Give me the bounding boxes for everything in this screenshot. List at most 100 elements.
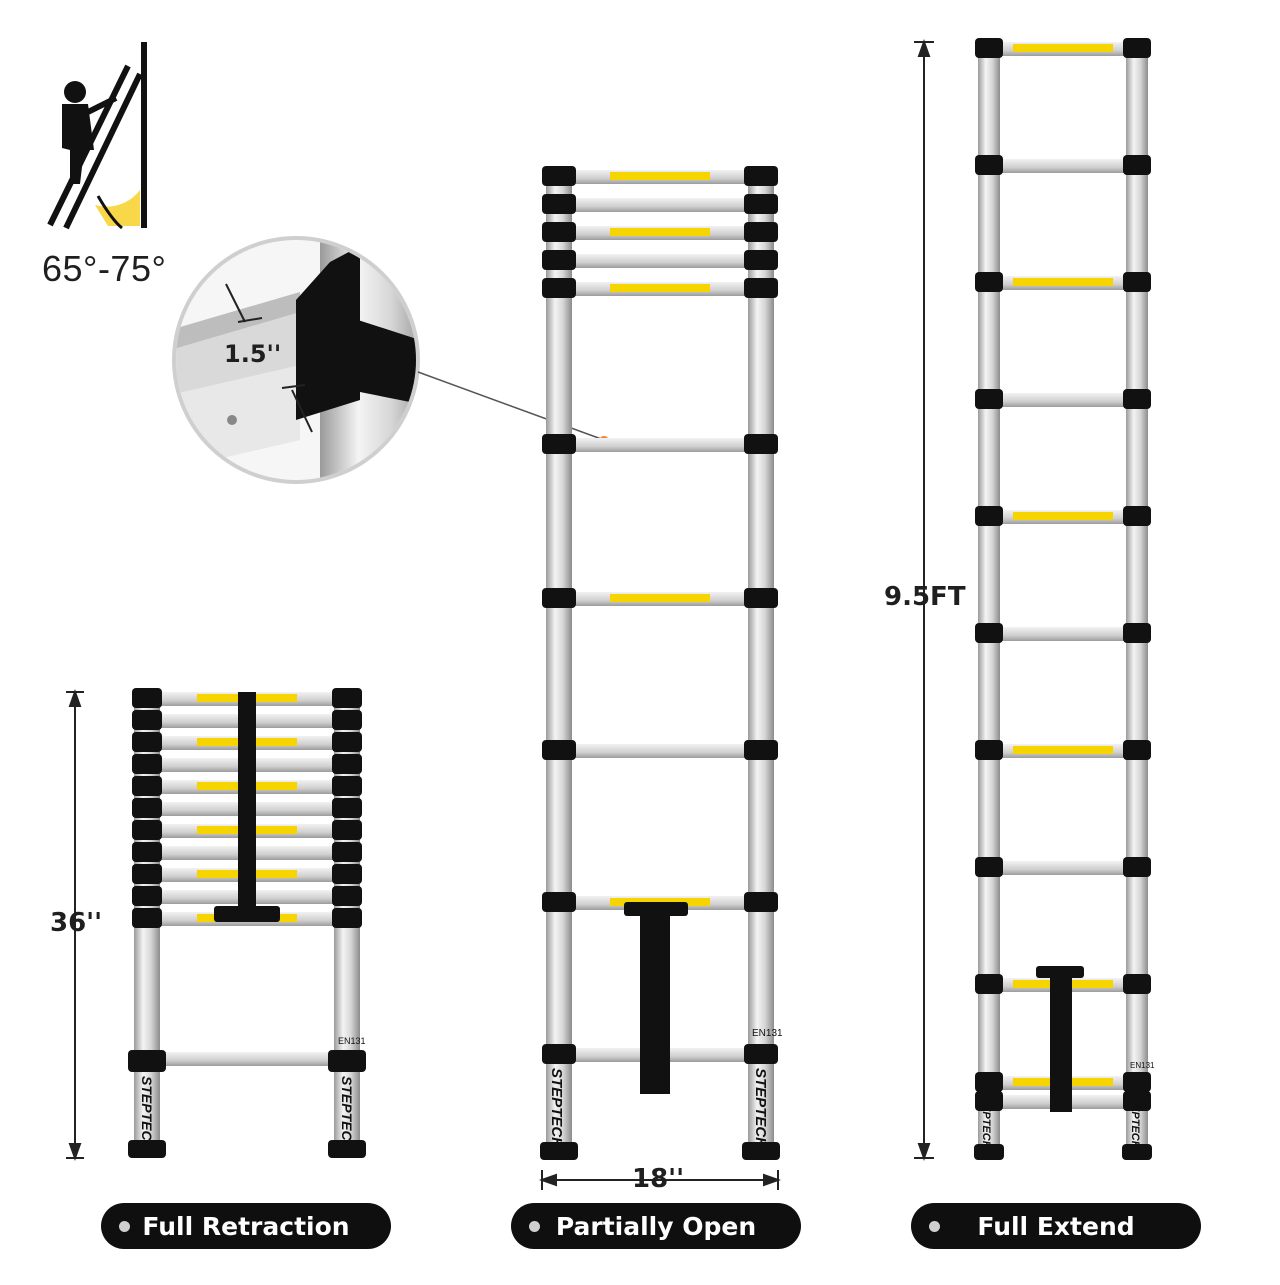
mode-label: Full Extend (977, 1211, 1135, 1241)
rung (572, 744, 748, 758)
rung (975, 1072, 1003, 1092)
rung (332, 820, 362, 840)
rail-size-label: 1.5'' (224, 340, 282, 368)
rung (332, 886, 362, 906)
rung (744, 222, 778, 242)
rung (1123, 389, 1151, 409)
rung (132, 732, 162, 752)
rung (542, 740, 576, 760)
rung (1123, 38, 1151, 58)
rung (542, 222, 576, 242)
rung (132, 908, 162, 928)
rung (1000, 627, 1126, 641)
rung (975, 155, 1003, 175)
rung (1123, 740, 1151, 760)
rung (744, 166, 778, 186)
rung (1013, 278, 1113, 286)
rung (542, 278, 576, 298)
rung (975, 272, 1003, 292)
rung (542, 250, 576, 270)
rung (332, 688, 362, 708)
rung (332, 908, 362, 928)
brand-mark: STEPTECH (139, 1076, 155, 1152)
rung (744, 278, 778, 298)
rung (1013, 746, 1113, 754)
bullet-icon (929, 1221, 940, 1232)
rung (572, 438, 748, 452)
ladder-extended: STEPTECH STEPTECH EN131 (974, 38, 1155, 1160)
brand-mark: STEPTECH (980, 1090, 992, 1150)
rung (1123, 623, 1151, 643)
rung (744, 740, 778, 760)
dimension-lines (66, 39, 934, 1190)
rung (332, 798, 362, 818)
width-label: 18'' (632, 1164, 685, 1194)
rung (744, 892, 778, 912)
rung (975, 857, 1003, 877)
extended-height-label: 9.5FT (884, 582, 966, 612)
rung (132, 820, 162, 840)
rung (542, 1044, 576, 1064)
rung (542, 588, 576, 608)
angle-label: 65°-75° (42, 248, 167, 289)
rung (542, 194, 576, 214)
rung (1123, 974, 1151, 994)
rung (1123, 506, 1151, 526)
rung (132, 710, 162, 730)
rung (1123, 1072, 1151, 1092)
mode-badge-partially-open: Partially Open (511, 1203, 801, 1249)
mode-badge-full-retraction: Full Retraction (101, 1203, 391, 1249)
ladder-partial: STEPTECH STEPTECH EN131 (540, 166, 783, 1160)
rung (572, 198, 748, 212)
rung (744, 250, 778, 270)
rung (744, 1044, 778, 1064)
angle-icon (47, 42, 147, 230)
mode-label: Partially Open (555, 1211, 757, 1241)
rung (332, 864, 362, 884)
rung (332, 754, 362, 774)
rung (1013, 512, 1113, 520)
brand-mark: STEPTECH (1129, 1090, 1141, 1150)
rung (1013, 44, 1113, 52)
rung (1123, 155, 1151, 175)
rung (1123, 1091, 1151, 1111)
standard-mark: EN131 (752, 1028, 783, 1039)
standard-mark: EN131 (338, 1036, 366, 1046)
rung (132, 798, 162, 818)
rung (744, 194, 778, 214)
rung (1000, 861, 1126, 875)
rung (132, 842, 162, 862)
rung (975, 389, 1003, 409)
rung (132, 864, 162, 884)
rung (610, 594, 710, 602)
rung (1000, 159, 1126, 173)
rung (975, 38, 1003, 58)
rung (332, 710, 362, 730)
brand-mark: STEPTECH (548, 1068, 565, 1149)
rung (744, 434, 778, 454)
rung (542, 892, 576, 912)
rung (132, 754, 162, 774)
rung (132, 886, 162, 906)
rung (542, 434, 576, 454)
rung (132, 776, 162, 796)
rung (975, 506, 1003, 526)
ladder-retracted: STEPTECH STEPTECH EN131 (128, 688, 366, 1158)
rung (572, 254, 748, 268)
rung (610, 172, 710, 180)
rung (744, 588, 778, 608)
mode-label: Full Retraction (142, 1211, 350, 1241)
rung (1123, 857, 1151, 877)
rung (542, 166, 576, 186)
retracted-height-label: 36'' (50, 908, 103, 938)
rung (975, 1091, 1003, 1111)
rung (975, 974, 1003, 994)
rung (975, 623, 1003, 643)
rung (132, 688, 162, 708)
rung (975, 740, 1003, 760)
brand-mark: STEPTECH (339, 1076, 355, 1152)
rung (610, 228, 710, 236)
rung (332, 776, 362, 796)
